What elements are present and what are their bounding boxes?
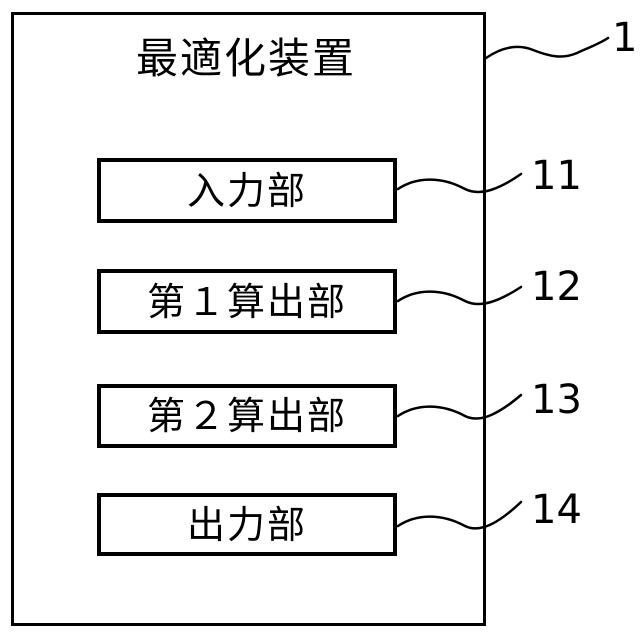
second-calc-unit-label: 第２算出部 (146, 394, 347, 438)
leader-line-device (484, 36, 610, 60)
ref-label-input-unit: 11 (531, 153, 582, 199)
input-unit-box: 入力部 (97, 158, 397, 223)
optimization-device-box (11, 12, 486, 626)
first-calc-unit-label: 第１算出部 (146, 279, 347, 324)
output-unit-label: 出力部 (186, 502, 307, 547)
input-unit-label: 入力部 (186, 168, 307, 213)
ref-label-output-unit: 14 (531, 487, 582, 533)
second-calc-unit-box: 第２算出部 (97, 384, 397, 448)
first-calc-unit-box: 第１算出部 (97, 269, 397, 334)
ref-label-first-calc-unit: 12 (531, 264, 582, 310)
device-title: 最適化装置 (135, 34, 356, 83)
ref-label-device: 1 (612, 15, 638, 61)
output-unit-box: 出力部 (97, 493, 397, 556)
ref-label-second-calc-unit: 13 (531, 377, 582, 423)
